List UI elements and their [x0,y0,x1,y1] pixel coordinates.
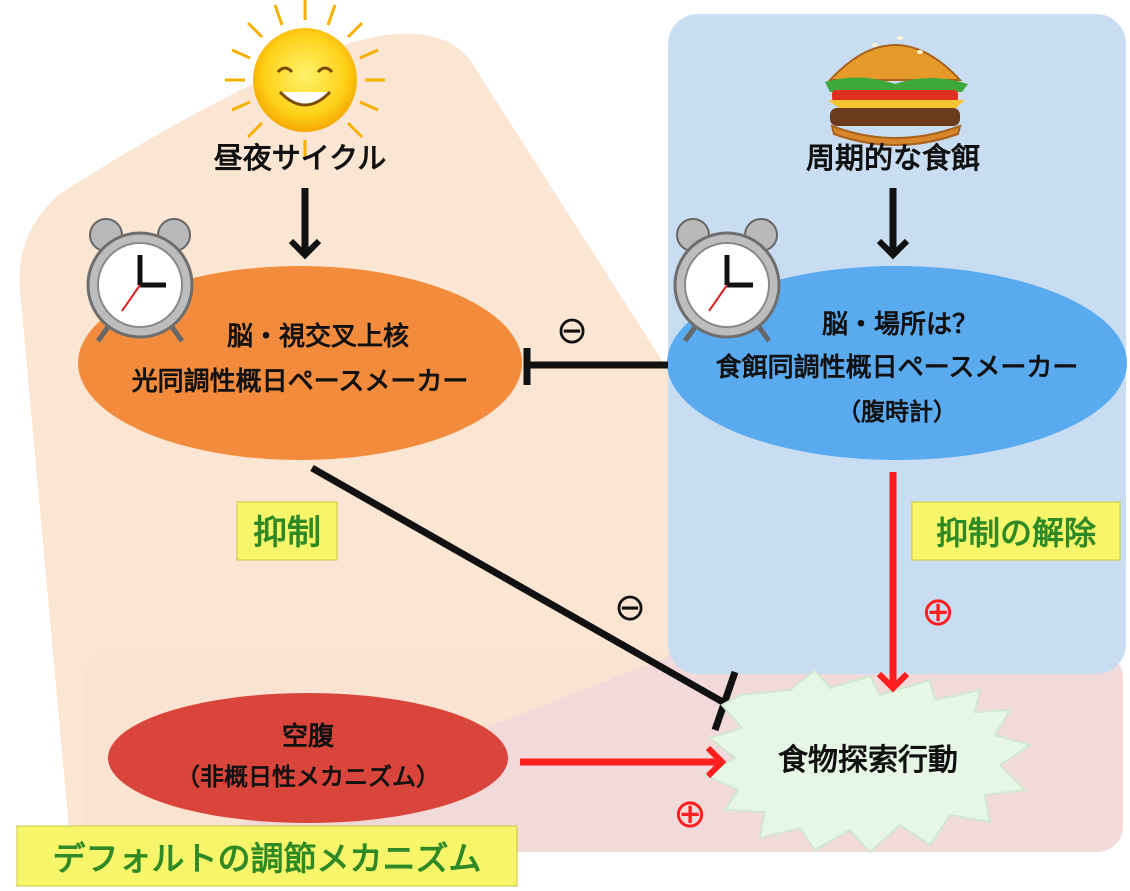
hamburger-icon [825,36,968,146]
scn-line2: 光同調性概日ペースメーカー [131,366,469,397]
scn-line1: 脳・視交叉上核 [226,321,409,352]
hunger-line1: 空腹 [282,721,335,752]
alarm-clock-icon [673,218,781,343]
default-mechanism-label: デフォルトの調節メカニズム [53,839,482,878]
feo-line1: 脳・場所は？ [821,310,978,340]
alarm-clock-icon [86,218,194,343]
hunger-line2: （非概日性メカニズム） [176,763,440,791]
behavior-label: 食物探索行動 [778,743,958,778]
feo-line3: （腹時計） [837,398,957,426]
feo-line2: 食餌同調性概日ペースメーカー [716,352,1079,383]
periodic-feeding-label: 周期的な食餌 [806,141,980,175]
default-mechanism-label-box [16,825,518,887]
release-label: 抑制の解除 [936,514,1097,552]
inhibition-scn-to-behavior [310,464,730,709]
hunger-ellipse [108,693,508,823]
release-label-box [911,501,1121,561]
feo-pacemaker-ellipse [667,266,1127,460]
plus-sign-right: ⊕ [921,589,955,635]
minus-sign-top: ⊖ [556,308,588,352]
inhibition-bar-behavior [711,670,739,732]
sun-icon [225,0,385,158]
suppression-label-box [236,501,338,561]
day-night-cycle-label: 昼夜サイクル [214,141,387,175]
suppression-label: 抑制 [253,513,321,553]
scn-pacemaker-ellipse [78,266,522,460]
plus-sign-bottom: ⊕ [673,791,707,837]
minus-sign-middle: ⊖ [614,585,646,629]
